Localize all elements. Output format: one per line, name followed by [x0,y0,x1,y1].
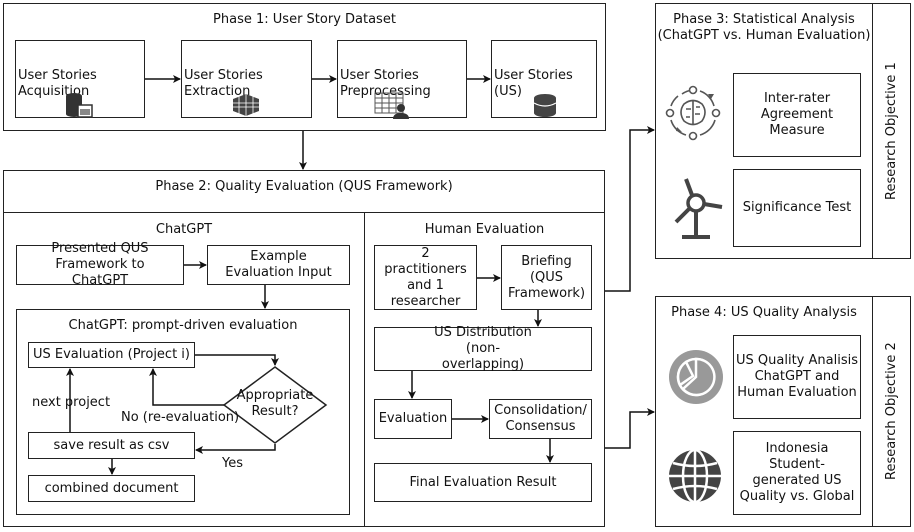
decision-label: Appropriate Result? [236,388,314,419]
prompt-loop-title: ChatGPT: prompt-driven evaluation [68,318,298,333]
us-evaluation-node: US Evaluation (Project i) [28,342,195,368]
arrow-phase2-phase3 [605,126,655,292]
step-line2: Extraction [184,84,251,99]
presented-qus-node: Presented QUS Framework to ChatGPT [16,241,184,288]
pie-chart-icon [669,350,723,404]
step-line1: User Stories [18,68,97,83]
research-objective-2: Research Objective 2 [884,342,899,481]
step-line2: (US) [494,84,522,99]
briefing-node: Briefing (QUS Framework) [501,245,592,310]
database-document-icon [66,93,93,118]
no-reevaluation-label: No (re-evaluation) [121,410,240,425]
table-user-icon [374,92,409,119]
final-result-node: Final Evaluation Result [374,463,592,502]
decision-diamond [222,366,328,444]
yes-label: Yes [222,456,243,471]
people-node: 2 practitioners and 1 researcher [374,245,477,310]
phase4-title: Phase 4: US Quality Analysis [671,305,857,320]
objective1-band [872,3,911,259]
step-line1: User Stories [494,68,573,83]
human-panel-title: Human Evaluation [424,222,545,237]
step-line1: User Stories [340,68,419,83]
globe-icon [669,449,721,503]
example-input-node: Example Evaluation Input [207,245,350,285]
significance-test-node: Significance Test [733,169,861,247]
arrow-phase2-phase4 [605,408,655,449]
phase2-title: Phase 2: Quality Evaluation (QUS Framewo… [155,179,453,194]
next-project-label: next project [32,395,111,410]
step-line2: Preprocessing [340,84,431,99]
evaluation-node: Evaluation [374,399,452,439]
phase1-title: Phase 1: User Story Dataset [213,12,396,27]
database-icon [533,94,557,117]
save-csv-node: save result as csv [28,432,195,459]
us-quality-analysis-node: US Quality Analisis ChatGPT and Human Ev… [733,335,861,419]
indonesia-vs-global-node: Indonesia Student-generated US Quality v… [733,431,861,515]
consensus-node: Consolidation/ Consensus [489,399,592,439]
phase3-title-line2: (ChatGPT vs. Human Evaluation) [657,28,871,43]
distribution-node: US Distribution (non-overlapping) [374,325,592,372]
step-line1: User Stories [184,68,263,83]
brain-cycle-icon [665,85,721,141]
chatgpt-panel-title: ChatGPT [155,222,213,237]
phase3-title-line1: Phase 3: Statistical Analysis [673,12,855,27]
objective2-band [872,296,911,527]
combined-document-node: combined document [28,475,195,502]
inter-rater-node: Inter-rater Agreement Measure [733,73,861,157]
research-objective-1: Research Objective 1 [884,62,899,200]
wind-turbine-icon [674,178,723,239]
cube-grid-icon [233,94,259,116]
